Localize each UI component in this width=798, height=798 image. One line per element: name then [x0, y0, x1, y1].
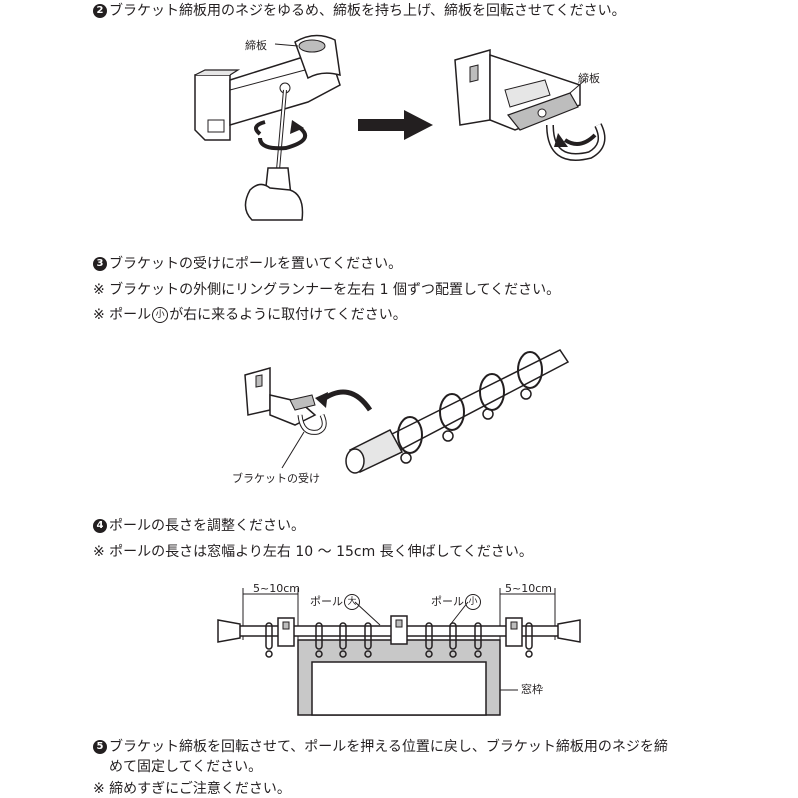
step-number-badge: 3: [93, 257, 107, 271]
step5-text-line2: めて固定してください。: [109, 759, 263, 775]
label-pole-big: ポール大: [310, 594, 361, 610]
pole-placement-illustration: [244, 349, 570, 474]
step2-heading: 2 ブラケット締板用のネジをゆるめ、締板を持ち上げ、締板を回転させてください。: [93, 2, 626, 20]
step4-heading: 4 ポールの長さを調整ください。: [93, 517, 305, 535]
step3-note2-post: が右に来るように取付けてください。: [169, 307, 407, 323]
pole-big-circle-mark: 大: [344, 594, 360, 610]
step4-text: ポールの長さを調整ください。: [109, 518, 305, 534]
label-pole-small: ポール小: [431, 594, 482, 610]
bracket-loosen-illustration: [194, 34, 341, 221]
step4-note: ※ ポールの長さは窓幅より左右 10 〜 15cm 長く伸ばしてください。: [93, 544, 533, 560]
label-bracket-receiver: ブラケットの受け: [232, 472, 320, 485]
pole-length-diagram: [217, 588, 581, 716]
dimension-label-left: 5~10cm: [253, 582, 300, 595]
pole-small-circle-mark: 小: [152, 307, 169, 323]
step-number-badge: 5: [93, 740, 107, 754]
step-number-badge: 4: [93, 519, 107, 533]
step5-note: ※ 締めすぎにご注意ください。: [93, 781, 291, 797]
dimension-label-right: 5~10cm: [505, 582, 552, 595]
step2-text: ブラケット締板用のネジをゆるめ、締板を持ち上げ、締板を回転させてください。: [109, 3, 626, 19]
step3-note1: ※ ブラケットの外側にリングランナーを左右 1 個ずつ配置してください。: [93, 282, 561, 298]
step3-text: ブラケットの受けにポールを置いてください。: [109, 256, 403, 272]
label-window-frame: 窓枠: [521, 683, 543, 696]
step5-text-line1: ブラケット締板を回転させて、ポールを押える位置に戻し、ブラケット締板用のネジを締: [109, 739, 668, 755]
label-clamp-plate-left: 締板: [245, 39, 267, 52]
step5-heading: 5 ブラケット締板を回転させて、ポールを押える位置に戻し、ブラケット締板用のネジ…: [93, 738, 668, 756]
step3-note2-pre: ※ ポール: [93, 307, 152, 323]
step3-note2: ※ ポール 小 が右に来るように取付けてください。: [93, 306, 407, 324]
step-number-badge: 2: [93, 4, 107, 18]
step3-heading: 3 ブラケットの受けにポールを置いてください。: [93, 255, 402, 273]
bracket-rotate-illustration: [454, 49, 606, 161]
label-pole-big-text: ポール: [310, 595, 343, 608]
pole-small-circle-mark: 小: [465, 594, 481, 610]
label-clamp-plate-right: 締板: [578, 72, 600, 85]
right-arrow-icon: [358, 110, 433, 140]
label-pole-small-text: ポール: [431, 595, 464, 608]
